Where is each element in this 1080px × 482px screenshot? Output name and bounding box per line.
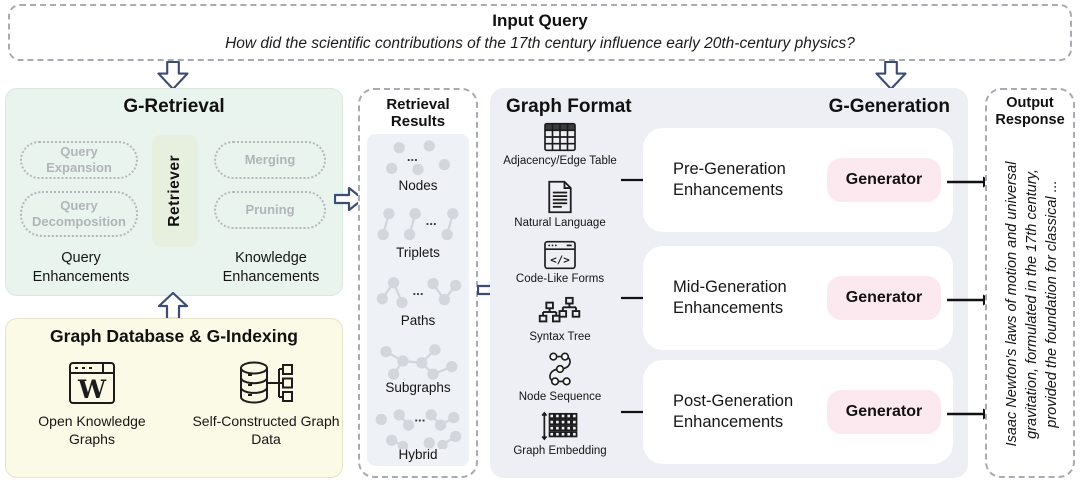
result-item-label: Hybrid	[398, 447, 438, 462]
format-label: Adjacency/Edge Table	[503, 155, 617, 167]
arrow-down-to-retrieval-icon	[157, 61, 189, 90]
svg-text:...: ...	[413, 282, 424, 297]
output-response-text: Isaac Newton's laws of motion and univer…	[1002, 136, 1062, 472]
stage-label: Post-Generation Enhancements	[673, 391, 794, 431]
g-retrieval-title: G-Retrieval	[123, 96, 225, 117]
result-item-label: Nodes	[398, 178, 438, 193]
g-retrieval-panel: G-Retrieval Query Expansion Query Decomp…	[5, 88, 343, 296]
graph-format-title: Graph Format	[506, 96, 632, 117]
syntax-tree-icon	[538, 296, 581, 323]
result-item-subgraphs: Subgraphs	[367, 340, 469, 395]
node-sequence-icon	[549, 352, 571, 386]
result-item-hybrid: ... Hybrid	[367, 407, 469, 462]
format-label: Code-Like Forms	[515, 273, 605, 285]
retrieval-results-list: ... Nodes ... Triplets ... Paths	[367, 134, 469, 466]
wikipedia-browser-icon: W	[69, 362, 115, 404]
svg-text:</>: </>	[550, 253, 570, 266]
subgraphs-icon	[380, 343, 458, 380]
stage-mid-generation: Mid-Generation Enhancements Generator	[643, 246, 953, 350]
stage-post-generation: Post-Generation Enhancements Generator	[643, 360, 953, 464]
format-adjacency-table: Adjacency/Edge Table	[490, 122, 630, 167]
generator-pill: Generator	[827, 158, 941, 202]
retrieval-results-title: Retrieval Results	[386, 96, 450, 131]
open-knowledge-graphs-label: Open Knowledge Graphs	[38, 413, 146, 448]
format-label: Node Sequence	[518, 391, 602, 403]
format-label: Syntax Tree	[529, 331, 591, 343]
format-label: Graph Embedding	[513, 445, 607, 457]
format-natural-language: Natural Language	[490, 180, 630, 229]
graph-embedding-icon	[541, 411, 578, 441]
input-query-title: Input Query	[492, 11, 588, 30]
query-enhancements-label: Query Enhancements	[32, 250, 130, 285]
arrow-up-indexing-to-retrieval-icon	[157, 292, 189, 320]
svg-text:...: ...	[407, 149, 418, 164]
result-item-label: Subgraphs	[385, 379, 451, 395]
format-label: Natural Language	[514, 217, 606, 229]
generator-pill: Generator	[827, 390, 941, 434]
self-constructed-graph-source: Self-Constructed Graph Data	[192, 359, 340, 448]
arrow-down-to-generation-icon	[875, 61, 907, 90]
arrow-right-retrieval-to-results-icon	[334, 186, 364, 212]
output-line: gravitation, formulated in the 17th cent…	[1024, 169, 1040, 439]
adjacency-table-icon	[544, 122, 576, 152]
database-graph-icon	[240, 361, 293, 404]
pruning-pill: Pruning	[214, 191, 326, 229]
svg-text:...: ...	[414, 409, 425, 424]
svg-text:...: ...	[426, 213, 437, 228]
format-syntax-tree: Syntax Tree	[490, 296, 630, 343]
graph-indexing-panel: Graph Database & G-Indexing W Open Knowl…	[5, 318, 343, 478]
output-response-panel: Output Response Isaac Newton's laws of m…	[985, 88, 1075, 478]
format-graph-embedding: Graph Embedding	[490, 410, 630, 457]
format-node-sequence: Node Sequence	[490, 350, 630, 403]
retriever-pill: Retriever	[152, 135, 198, 247]
open-knowledge-graphs-source: W Open Knowledge Graphs	[18, 359, 166, 448]
code-like-forms-icon: </>	[544, 240, 576, 270]
result-item-label: Paths	[400, 312, 436, 328]
output-response-title: Output Response	[995, 95, 1065, 128]
knowledge-enhancements-label: Knowledge Enhancements	[222, 250, 320, 285]
input-query-text: How did the scientific contributions of …	[225, 35, 855, 52]
retrieval-results-panel: Retrieval Results ... Nodes ... Triplets	[358, 88, 478, 478]
stage-pre-generation: Pre-Generation Enhancements Generator	[643, 128, 953, 232]
merging-pill: Merging	[214, 141, 326, 179]
triplets-icon: ...	[377, 208, 459, 241]
stage-label: Pre-Generation Enhancements	[673, 159, 786, 199]
nodes-icon: ...	[386, 140, 450, 175]
paths-icon: ...	[376, 276, 462, 308]
result-item-paths: ... Paths	[367, 273, 469, 328]
input-query-panel: Input Query How did the scientific contr…	[8, 4, 1072, 61]
query-expansion-pill: Query Expansion	[20, 141, 138, 179]
natural-language-icon	[548, 180, 572, 214]
result-item-nodes: ... Nodes	[367, 138, 469, 193]
output-line: Isaac Newton's laws of motion and univer…	[1004, 161, 1020, 447]
self-constructed-graph-label: Self-Constructed Graph Data	[192, 413, 340, 448]
result-item-triplets: ... Triplets	[367, 205, 469, 260]
g-generation-title: G-Generation	[828, 96, 950, 117]
format-code-like-forms: </> Code-Like Forms	[490, 240, 630, 285]
svg-text:W: W	[77, 375, 107, 404]
generator-pill: Generator	[827, 276, 941, 320]
output-line: provided the foundation for classical ..…	[1044, 180, 1060, 428]
hybrid-icon: ...	[375, 409, 462, 449]
retriever-label: Retriever	[166, 155, 183, 227]
query-decomposition-pill: Query Decomposition	[20, 191, 138, 237]
graph-indexing-title: Graph Database & G-Indexing	[50, 326, 298, 346]
generation-panel: Graph Format G-Generation Adjacency/Edge…	[490, 88, 968, 478]
stage-label: Mid-Generation Enhancements	[673, 277, 787, 317]
result-item-label: Triplets	[396, 245, 440, 261]
